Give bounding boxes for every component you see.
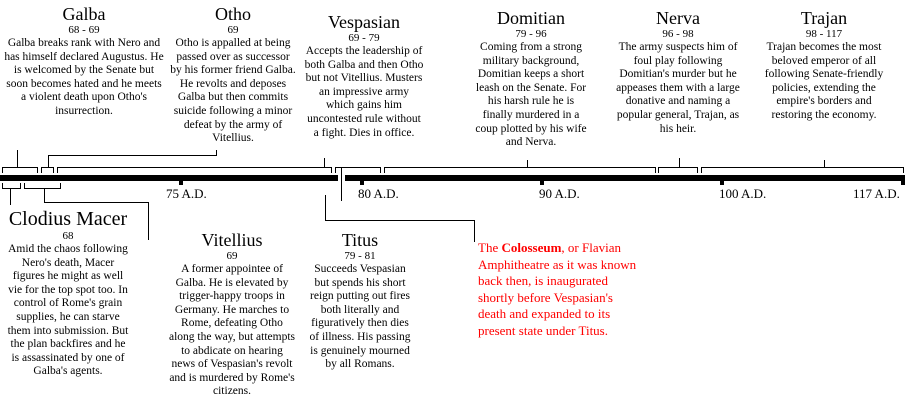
tick-label-117: 117 A.D. [853,186,900,201]
entry-nerva: Nerva 96 - 98 The army suspects him of f… [612,8,744,136]
emperor-description: Galba breaks rank with Nero and has hims… [4,37,164,117]
emperor-name: Clodius Macer [8,208,128,230]
emperor-description: Amid the chaos following Nero's death, M… [7,243,129,378]
bracket-titus-top [335,167,381,173]
colosseum-note: The Colosseum, or Flavian Amphitheatre a… [478,240,638,339]
emperor-years: 79 - 96 [515,28,547,40]
entry-titus: Titus 79 - 81 Succeeds Vespasian but spe… [306,230,414,372]
tick-80 [360,181,364,185]
tick-100 [720,181,724,185]
emperor-name: Nerva [656,8,700,28]
entry-clodius-macer: Clodius Macer 68 Amid the chaos followin… [6,208,130,379]
bracket-nerva [658,158,698,173]
entry-vitellius: Vitellius 69 A former appointee of Galba… [168,230,296,399]
tick-117 [901,181,905,185]
tick-label-90: 90 A.D. [539,186,580,201]
tick-label-100: 100 A.D. [719,186,767,201]
emperor-name: Vitellius [201,230,263,250]
entry-otho: Otho 69 Otho is appalled at being passed… [170,4,296,146]
bracket-clodius [2,183,21,205]
timeline-bar [345,175,905,181]
emperor-description: The army suspects him of foul play follo… [616,41,740,135]
emperor-years: 96 - 98 [662,28,694,40]
emperor-years: 79 - 81 [344,250,376,262]
bracket-domitian [384,160,656,173]
emperor-description: Coming from a strong military background… [475,41,587,149]
entry-trajan: Trajan 98 - 117 Trajan becomes the most … [762,8,886,123]
bracket-trajan [701,160,904,173]
entry-galba: Galba 68 - 69 Galba breaks rank with Ner… [4,4,164,119]
tick-label-75: 75 A.D. [166,186,207,201]
bracket-vitellius [24,183,149,240]
tick-90 [540,181,544,185]
connector-colosseum [325,195,475,242]
emperor-name: Trajan [800,8,848,28]
emperor-years: 68 [62,230,74,242]
emperor-years: 69 [226,250,238,262]
emperor-years: 68 - 69 [68,24,100,36]
tick-label-80: 80 A.D. [358,186,399,201]
emperor-name: Domitian [497,8,565,28]
note-colosseum-bold: Colosseum [501,240,562,255]
emperor-years: 69 - 79 [348,32,380,44]
emperor-years: 69 [227,24,239,36]
emperor-description: Otho is appalled at being passed over as… [170,37,296,145]
timeline-bar [0,175,338,181]
entry-domitian: Domitian 79 - 96 Coming from a strong mi… [472,8,590,150]
bracket-galba [2,150,38,173]
emperor-name: Galba [62,4,106,24]
tick-75 [179,181,183,185]
emperor-years: 98 - 117 [805,28,843,40]
emperor-name: Otho [215,4,251,24]
bracket-vespasian [57,158,332,173]
note-text: , or Flavian Amphitheatre as it was know… [478,240,637,338]
emperor-description: A former appointee of Galba. He is eleva… [168,263,296,398]
note-text: The [478,240,502,255]
emperor-description: Succeeds Vespasian but spends his short … [309,263,411,371]
emperor-name: Titus [341,230,379,250]
emperor-description: Accepts the leadership of both Galba and… [304,45,424,139]
emperor-description: Trajan becomes the most beloved emperor … [764,41,884,121]
emperor-name: Vespasian [328,12,400,32]
bracket-otho [41,150,217,173]
entry-vespasian: Vespasian 69 - 79 Accepts the leadership… [304,12,424,140]
